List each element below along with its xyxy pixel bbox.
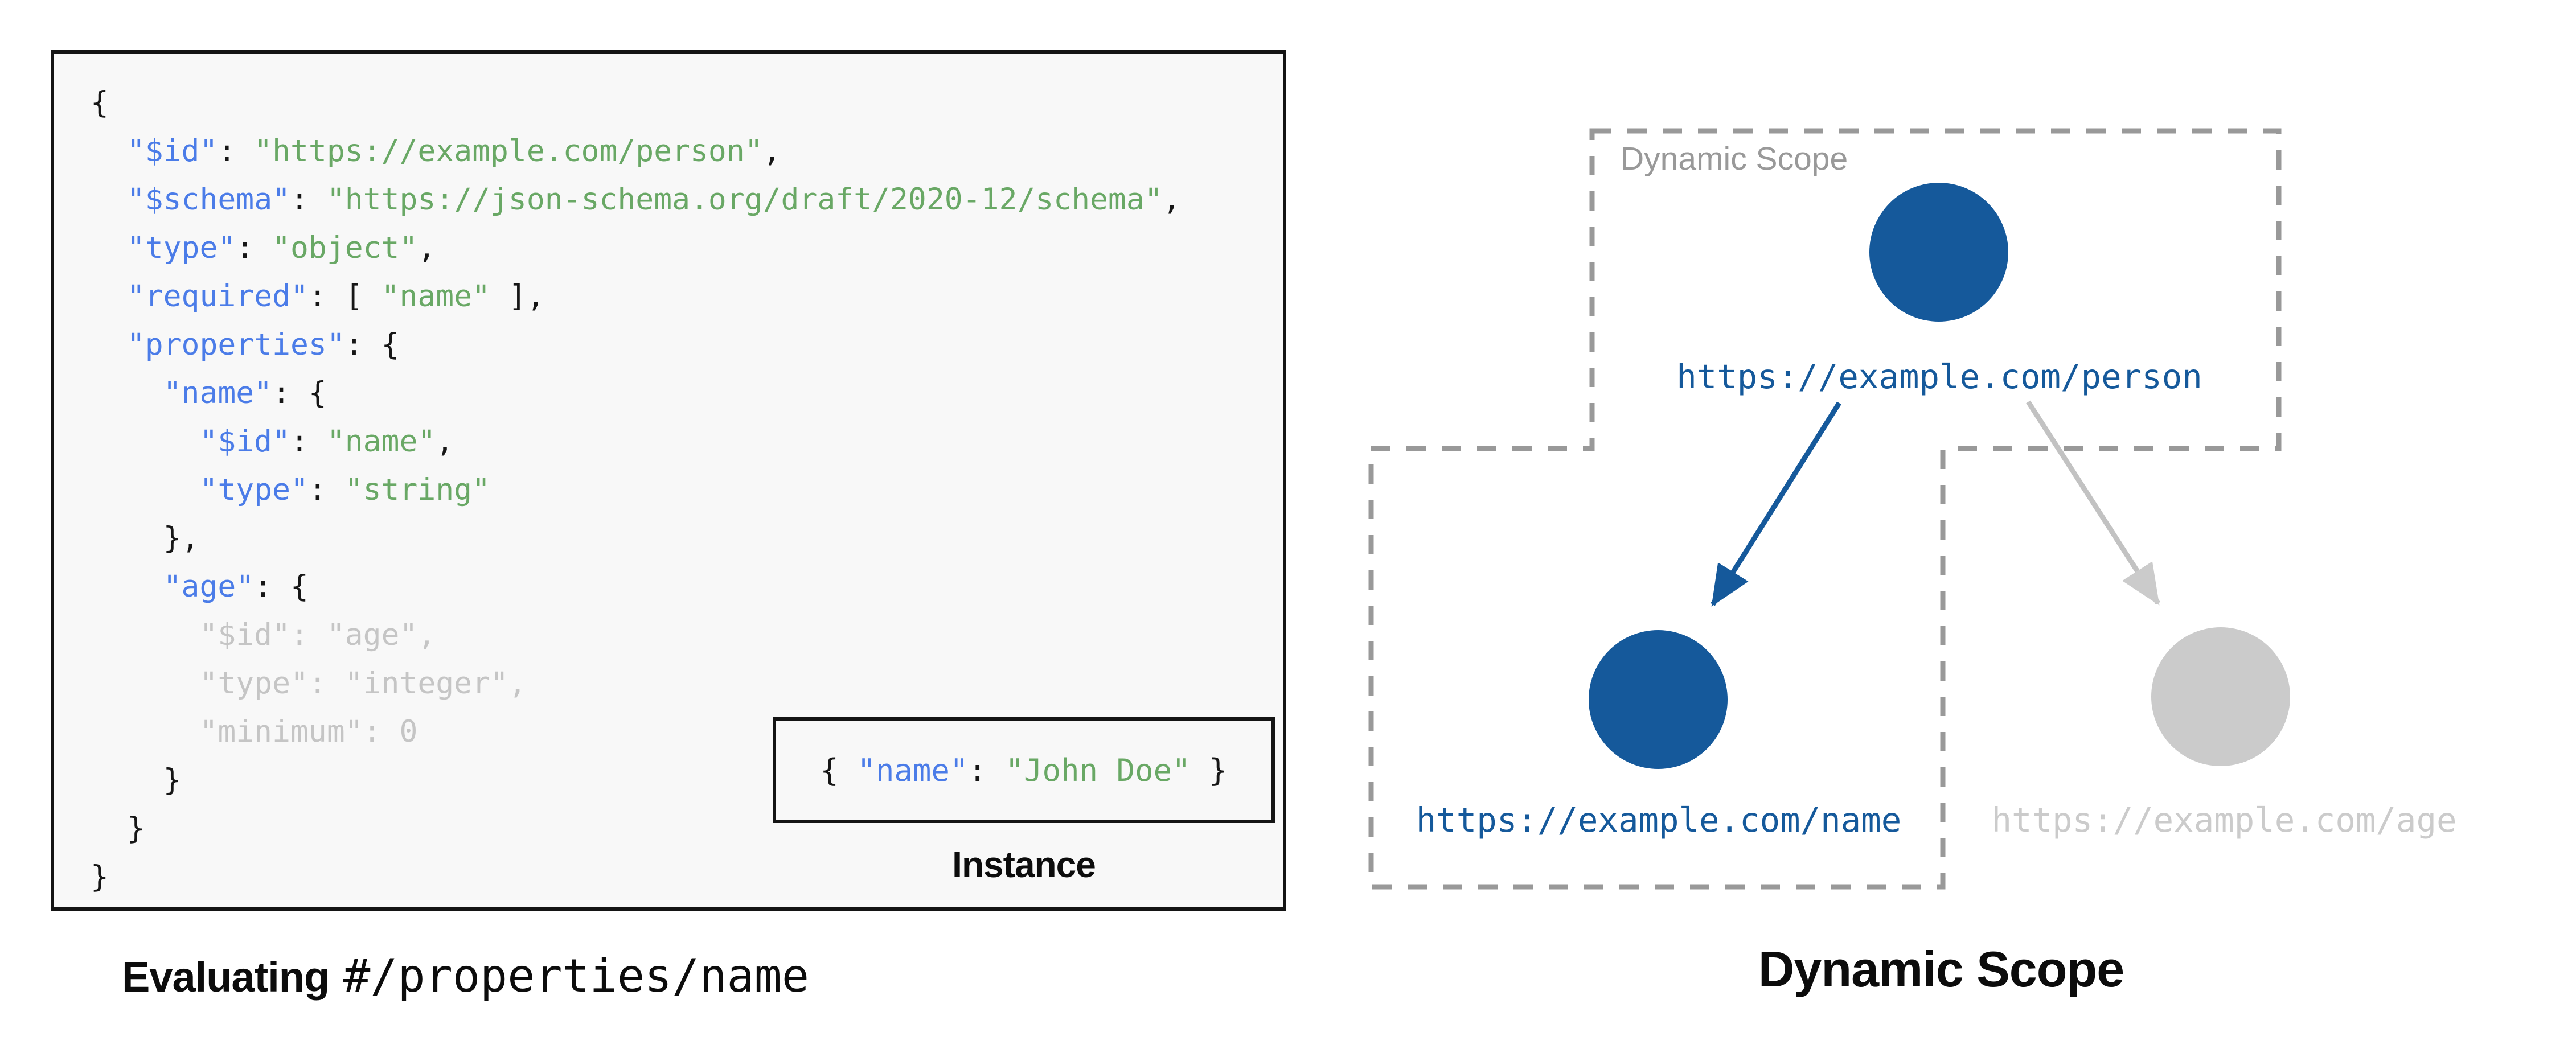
code-line: "age": { [91,562,1181,611]
schema-code-box: { "$id": "https://example.com/person", "… [51,50,1286,911]
code-token: , [762,134,781,168]
code-line: "type": "integer", [91,659,1181,708]
evaluating-caption-bold: Evaluating [122,953,330,1001]
name-node-circle [1589,630,1728,769]
code-line: } [91,853,1181,901]
instance-label: Instance [952,844,1096,885]
code-token: "string" [344,472,491,507]
code-token: , [436,424,454,459]
age-url-label: https://example.com/age [1991,800,2457,840]
code-token: "John Doe" [1005,752,1191,788]
code-token: "object" [272,231,418,265]
code-token: : { [344,327,400,362]
code-line: "$id": "age", [91,611,1181,659]
person-node-circle [1869,183,2008,322]
code-token: : [968,752,1006,788]
code-token: : [290,182,327,217]
schema-code-block: { "$id": "https://example.com/person", "… [91,79,1181,901]
code-token: "type": "integer", [91,666,527,701]
name-url-label: https://example.com/name [1416,800,1902,840]
code-line: "type": "object", [91,224,1181,272]
code-line: "$schema": "https://json-schema.org/draf… [91,175,1181,224]
person-url-label: https://example.com/person [1676,357,2202,396]
evaluating-caption-pointer: #/properties/name [343,949,809,1002]
code-token: } [1190,752,1228,788]
code-line: "properties": { [91,320,1181,369]
dynamic-scope-caption: Dynamic Scope [1758,941,2124,997]
code-line: }, [91,514,1181,562]
dynamic-scope-tag: Dynamic Scope [1621,141,1848,177]
code-line: "name": { [91,369,1181,417]
code-token: } [91,811,145,846]
code-token: , [417,231,436,265]
code-token: "https://example.com/person" [254,134,763,168]
code-token: "age" [163,569,255,604]
code-token: "name" [381,279,491,314]
age-node-circle [2151,627,2290,766]
code-token: "type" [199,472,309,507]
code-token: , [1162,182,1181,217]
code-token: "name" [326,424,436,459]
code-line: } [91,804,1181,853]
code-token: }, [91,521,200,556]
code-token: { [91,85,109,120]
code-line: } [91,756,1181,804]
code-token: "name" [163,376,273,410]
code-line: "$id": "name", [91,417,1181,466]
code-token: } [91,859,109,894]
code-line: "type": "string" [91,466,1181,514]
code-token: : [ [308,279,382,314]
code-token: : { [254,569,309,604]
instance-box: { "name": "John Doe" } [773,717,1275,823]
person-to-name-arrow [1711,401,1841,607]
code-token: "type" [126,231,236,265]
evaluating-caption: Evaluating #/properties/name [122,949,809,1002]
code-token: "$id" [199,424,290,459]
code-token: "$id": "age", [91,618,436,652]
code-token: : [218,134,255,168]
code-line: { [91,79,1181,127]
code-token: "https://json-schema.org/draft/2020-12/s… [326,182,1163,217]
dynamic-scope-outline [1368,128,2282,890]
code-token: "name" [857,752,969,788]
code-line: "required": [ "name" ], [91,272,1181,320]
code-token: : [290,424,327,459]
person-to-age-arrow [2026,400,2160,606]
code-token: "properties" [126,327,345,362]
code-line: "$id": "https://example.com/person", [91,127,1181,175]
code-line: "minimum": 0 [91,708,1181,756]
code-token: "$schema" [126,182,291,217]
code-token: } [91,763,182,797]
code-token: : [236,231,273,265]
code-token: ], [490,279,545,314]
code-token: "minimum": 0 [91,714,418,749]
code-token: { [820,752,858,788]
code-token: "required" [126,279,309,314]
code-token: : [308,472,345,507]
code-token: : { [272,376,327,410]
code-token: "$id" [126,134,218,168]
